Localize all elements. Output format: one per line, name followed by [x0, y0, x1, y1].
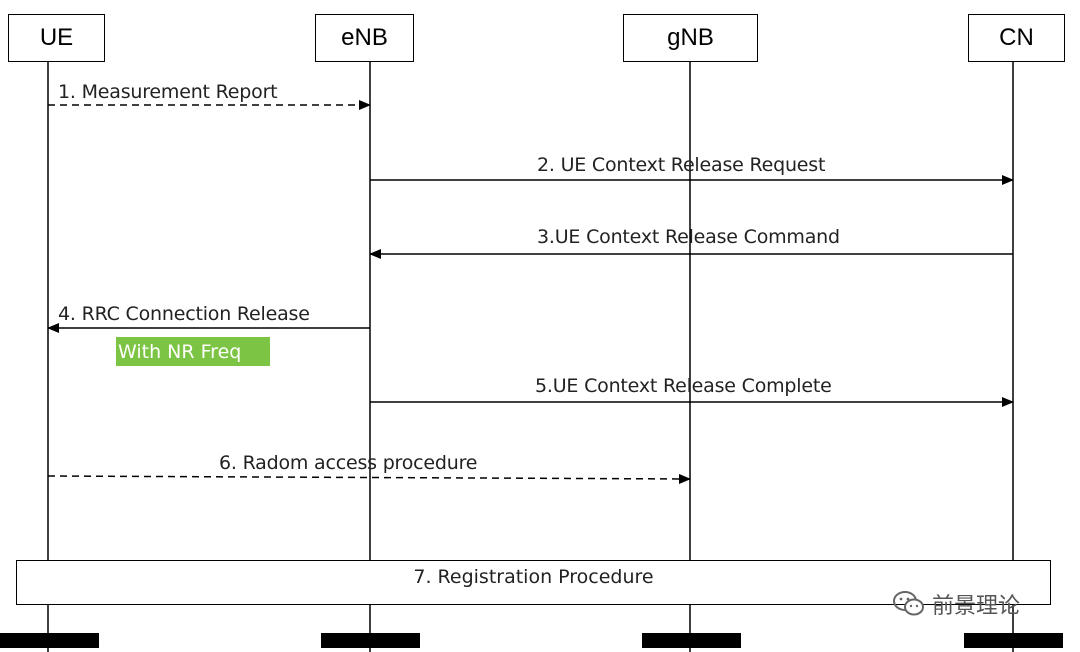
message-label-5: 5.UE Context Release Complete — [535, 375, 832, 397]
highlight-note: With NR Freq — [116, 337, 270, 366]
entity-label-gnb: gNB — [667, 24, 714, 51]
entity-box-ue: UE — [8, 14, 105, 62]
procedure-label: 7. Registration Procedure — [413, 566, 654, 588]
watermark-text: 前景理论 — [932, 594, 1021, 619]
arrow-msg-6 — [47, 473, 691, 484]
message-label-3: 3.UE Context Release Command — [537, 226, 840, 248]
lifeline-end-bar-cn — [964, 633, 1063, 648]
message-label-4: 4. RRC Connection Release — [58, 303, 310, 325]
lifeline-end-bar-ue — [0, 633, 99, 648]
entity-box-gnb: gNB — [623, 14, 758, 62]
message-label-6: 6. Radom access procedure — [219, 452, 478, 474]
entity-box-enb: eNB — [315, 14, 414, 62]
message-label-2: 2. UE Context Release Request — [537, 154, 826, 176]
lifeline-end-bar-gnb — [642, 633, 741, 648]
wechat-icon — [893, 591, 924, 616]
message-label-1: 1. Measurement Report — [58, 81, 278, 103]
entity-label-enb: eNB — [341, 24, 388, 51]
lifeline-end-bar-enb — [321, 633, 420, 648]
entity-label-cn: CN — [999, 24, 1034, 51]
procedure-box: 7. Registration Procedure — [16, 560, 1051, 605]
entity-label-ue: UE — [39, 24, 74, 51]
watermark: 前景理论 — [892, 588, 1020, 620]
entity-box-cn: CN — [968, 14, 1065, 62]
